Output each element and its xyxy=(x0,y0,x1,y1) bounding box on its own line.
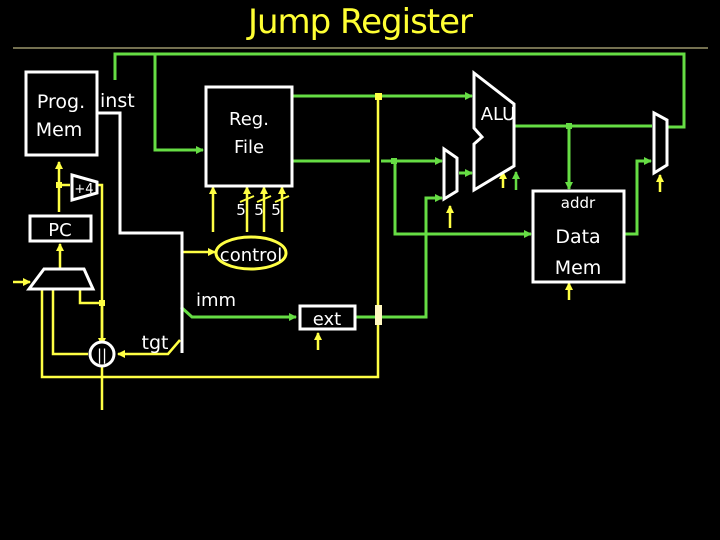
alu-label: ALU xyxy=(481,104,516,125)
datamem-to-mux xyxy=(625,157,652,236)
slide-title: Jump Register xyxy=(247,2,473,42)
ext-block xyxy=(298,304,357,331)
data-wires xyxy=(113,52,686,321)
reg-file-block xyxy=(204,85,294,188)
writeback-wire xyxy=(113,52,686,129)
reg-file-label-1: Reg. xyxy=(229,109,269,130)
alu-src-mux xyxy=(442,146,459,202)
pc-label: PC xyxy=(48,220,71,241)
reg-width-rt: 5 xyxy=(254,201,264,219)
junction xyxy=(375,93,382,100)
writeback-mux xyxy=(652,110,669,176)
inst-label: inst xyxy=(100,90,135,112)
data-mem-label-1: Data xyxy=(555,226,600,248)
reg-width-rd: 5 xyxy=(271,201,281,219)
junction xyxy=(566,123,572,129)
tgt-label: tgt xyxy=(142,332,169,354)
wire-crossing-marker xyxy=(375,305,382,325)
prog-mem-block xyxy=(24,70,99,157)
prog-mem-label-1: Prog. xyxy=(37,91,85,113)
junction xyxy=(99,300,105,306)
ext-label: ext xyxy=(313,309,341,330)
data-mem-block xyxy=(531,189,626,284)
pc-register xyxy=(28,214,93,243)
control-unit xyxy=(214,235,288,271)
junction xyxy=(56,182,62,188)
junction xyxy=(391,158,397,164)
alu-block xyxy=(472,69,516,193)
pc-mux xyxy=(26,267,96,291)
concat-label: || xyxy=(97,346,107,364)
regb-to-datamem xyxy=(393,161,532,238)
prog-mem-label-2: Mem xyxy=(36,119,83,141)
adder-label: +4 xyxy=(74,182,93,197)
ext-to-mux xyxy=(356,194,443,319)
imm-label: imm xyxy=(196,290,236,311)
adder-block xyxy=(70,173,99,202)
data-mem-label-2: Mem xyxy=(555,257,602,279)
control-label: control xyxy=(220,245,282,266)
reg-width-rs: 5 xyxy=(236,201,246,219)
control-wires xyxy=(13,96,664,410)
reg-file-label-2: File xyxy=(234,137,264,158)
addr-label: addr xyxy=(561,194,596,212)
imm-to-ext xyxy=(179,305,297,321)
writeback-to-regfile xyxy=(153,54,204,154)
bus-width-slashes xyxy=(239,195,290,203)
concat-block xyxy=(88,340,116,368)
inst-wire xyxy=(97,111,184,353)
